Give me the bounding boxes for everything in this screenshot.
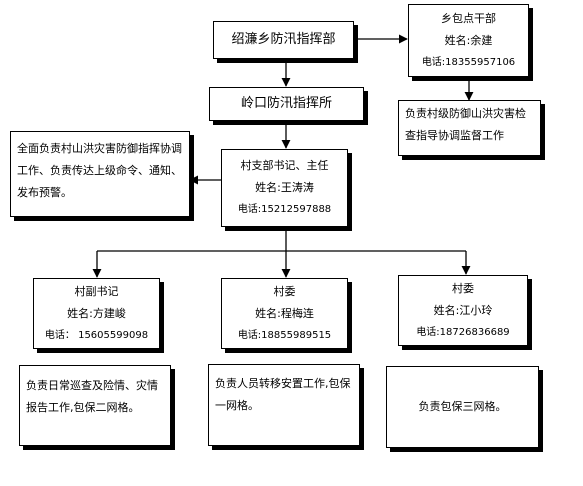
member-1-phone: 电话： 15605599098 — [44, 329, 149, 341]
member-duty-box-1: 负责日常巡查及险情、灾情报告工作,包保二网格。 — [19, 365, 171, 446]
member-box-1: 村副书记 姓名:方建峻 电话： 15605599098 — [33, 278, 160, 349]
secretary-duty-box: 全面负责村山洪灾害防御指挥协调工作、负责传达上级命令、通知、发布预警。 — [10, 131, 190, 217]
member-duty-2-text: 负责人员转移安置工作,包保一网格。 — [215, 377, 351, 412]
member-duty-1-text: 负责日常巡查及险情、灾情报告工作,包保二网格。 — [26, 379, 158, 414]
township-cadre-title: 乡包点干部 — [441, 11, 496, 25]
secretary-duty-text: 全面负责村山洪灾害防御指挥协调工作、负责传达上级命令、通知、发布预警。 — [17, 142, 182, 199]
township-cadre-duty-box: 负责村级防御山洪灾害检查指导协调监督工作 — [398, 100, 541, 156]
village-secretary-name: 姓名:王涛涛 — [255, 181, 314, 194]
village-hq-box: 岭口防汛指挥所 — [209, 87, 364, 121]
member-box-3: 村委 姓名:江小玲 电话:18726836689 — [398, 275, 528, 346]
township-cadre-phone: 电话:18355957106 — [421, 56, 516, 68]
member-2-name: 姓名:程梅连 — [255, 306, 314, 320]
member-duty-3-text: 负责包保三网格。 — [418, 400, 507, 413]
village-secretary-phone: 电话:15212597888 — [237, 204, 332, 215]
village-hq-title: 岭口防汛指挥所 — [240, 96, 332, 111]
member-duty-box-3: 负责包保三网格。 — [386, 366, 539, 448]
member-2-title: 村委 — [273, 284, 296, 298]
village-secretary-box: 村支部书记、主任 姓名:王涛涛 电话:15212597888 — [221, 149, 348, 227]
township-cadre-duty-text: 负责村级防御山洪灾害检查指导协调监督工作 — [405, 107, 526, 142]
township-hq-title: 绍濂乡防汛指挥部 — [231, 32, 336, 47]
township-cadre-name: 姓名:余建 — [444, 33, 493, 47]
member-1-name: 姓名:方建峻 — [67, 306, 126, 320]
member-box-2: 村委 姓名:程梅连 电话:18855989515 — [221, 278, 348, 349]
village-secretary-title: 村支部书记、主任 — [240, 159, 329, 172]
member-duty-box-2: 负责人员转移安置工作,包保一网格。 — [208, 364, 360, 446]
member-3-title: 村委 — [452, 281, 474, 295]
township-hq-box: 绍濂乡防汛指挥部 — [213, 21, 354, 59]
member-3-name: 姓名:江小玲 — [433, 303, 493, 317]
member-2-phone: 电话:18855989515 — [237, 329, 332, 341]
township-cadre-box: 乡包点干部 姓名:余建 电话:18355957106 — [408, 4, 529, 77]
member-1-title: 村副书记 — [74, 284, 119, 298]
member-3-phone: 电话:18726836689 — [416, 326, 510, 338]
